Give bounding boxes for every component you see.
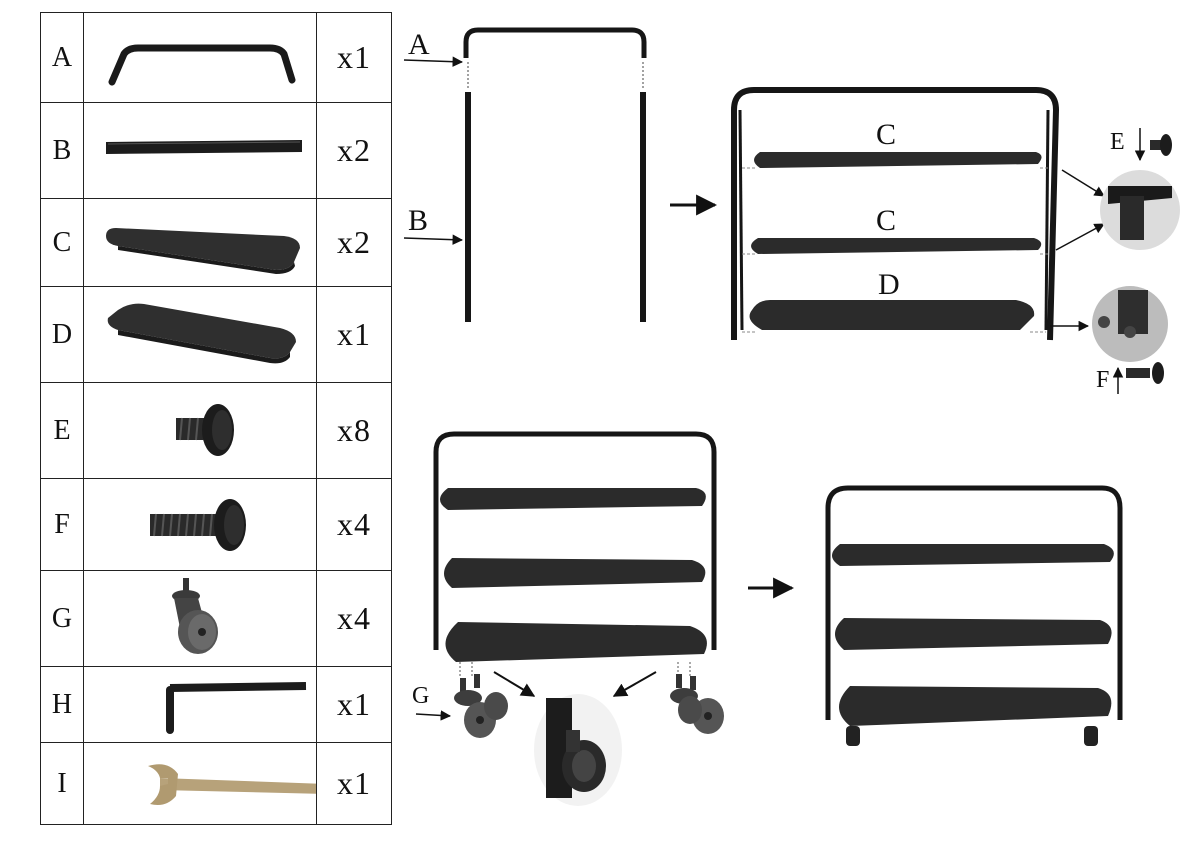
step2-frame bbox=[731, 87, 1105, 341]
step2-label-c2: C bbox=[876, 204, 897, 237]
part-row-a: A x1 bbox=[40, 12, 392, 103]
part-qty: x1 bbox=[316, 286, 392, 383]
part-qty: x2 bbox=[316, 102, 392, 199]
step1-label-b: B bbox=[408, 204, 429, 237]
step2-label-f: F bbox=[1096, 367, 1110, 393]
part-letter: C bbox=[40, 198, 84, 287]
step1-label-a: A bbox=[408, 28, 430, 61]
part-letter: A bbox=[40, 12, 84, 103]
bolt-e-detail-icon bbox=[1100, 128, 1180, 250]
part-qty: x8 bbox=[316, 382, 392, 479]
part-qty: x4 bbox=[316, 478, 392, 571]
caster-detail-icon bbox=[534, 694, 622, 806]
bottom-shelf-panel-icon bbox=[83, 286, 317, 383]
part-qty: x1 bbox=[316, 742, 392, 825]
open-wrench-icon bbox=[83, 742, 317, 825]
top-frame-bar-icon bbox=[83, 12, 317, 103]
step2-label-d: D bbox=[878, 268, 900, 301]
part-row-i: I x1 bbox=[40, 742, 392, 825]
part-row-f: F x4 bbox=[40, 478, 392, 571]
part-row-g: G x4 bbox=[40, 570, 392, 667]
step3-frame bbox=[433, 431, 717, 676]
part-qty: x1 bbox=[316, 12, 392, 103]
step2-label-c1: C bbox=[876, 118, 897, 151]
short-bolt-icon bbox=[83, 382, 317, 479]
step3-label-g: G bbox=[412, 683, 430, 709]
part-row-e: E x8 bbox=[40, 382, 392, 479]
part-qty: x4 bbox=[316, 570, 392, 667]
caster-left-icon bbox=[454, 674, 508, 738]
part-letter: F bbox=[40, 478, 84, 571]
part-letter: B bbox=[40, 102, 84, 199]
part-letter: I bbox=[40, 742, 84, 825]
caster-wheel-icon bbox=[83, 570, 317, 667]
part-row-d: D x1 bbox=[40, 286, 392, 383]
part-row-c: C x2 bbox=[40, 198, 392, 287]
bolt-f-detail-icon bbox=[1092, 286, 1168, 394]
side-tube-icon bbox=[83, 102, 317, 199]
part-qty: x2 bbox=[316, 198, 392, 287]
long-bolt-icon bbox=[83, 478, 317, 571]
part-letter: E bbox=[40, 382, 84, 479]
step1-frame bbox=[403, 27, 647, 322]
caster-right-icon bbox=[670, 674, 724, 734]
shelf-panel-icon bbox=[83, 198, 317, 287]
part-letter: G bbox=[40, 570, 84, 667]
step2-label-e: E bbox=[1110, 129, 1125, 155]
assembled-cart-icon bbox=[825, 485, 1123, 746]
part-row-b: B x2 bbox=[40, 102, 392, 199]
parts-list-table: A x1 B x2 C x2 D bbox=[40, 12, 392, 825]
